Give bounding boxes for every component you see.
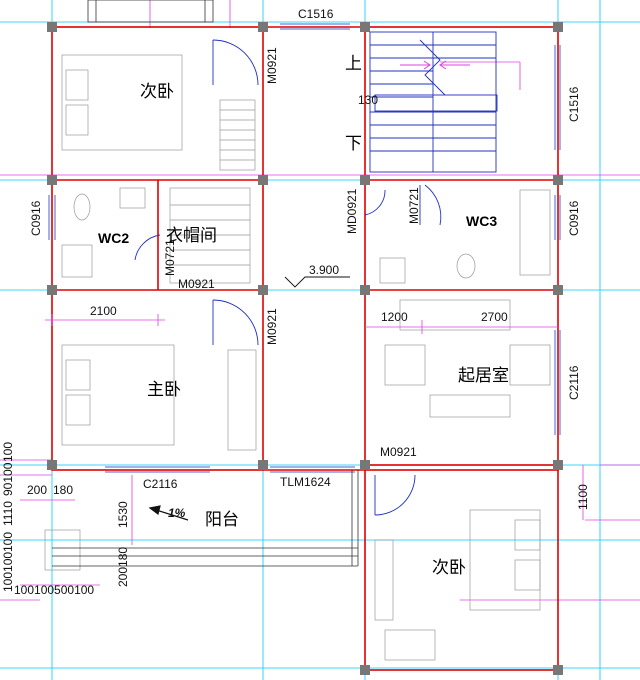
room-label-closet: 衣帽间 (166, 226, 217, 246)
dimension-1100: 1100 (576, 484, 590, 510)
door-code-closet-bottom: M0921 (178, 277, 215, 291)
stair-tread-dim: 130 (358, 93, 379, 107)
room-label-bedroom: 次卧 (140, 82, 174, 102)
slope-arrow (148, 505, 189, 521)
dimension-left-stack-3: 100 (1, 531, 15, 552)
dimension-200180: 200180 (116, 546, 130, 587)
room-label-bedroom-2: 次卧 (432, 558, 466, 578)
elevation-label: 3.900 (309, 263, 340, 277)
door-code-closet: M0721 (163, 239, 177, 276)
stair-down-label: 下 (345, 134, 362, 154)
balcony-rail (52, 470, 359, 567)
stair-up-label: 上 (345, 54, 362, 74)
elevation-marker (284, 276, 350, 288)
door-code-bottom: M0921 (380, 445, 417, 459)
stair-arrows (400, 60, 470, 70)
dimension-1530: 1530 (116, 501, 130, 528)
room-label-master-bedroom: 主卧 (147, 380, 181, 400)
windows (48, 23, 561, 473)
magenta-lines (0, 0, 640, 601)
dimension-bottom-run: 100100500100 (14, 583, 95, 597)
room-label-living-room: 起居室 (458, 366, 509, 386)
dimension-left-stack-2: 1110 (1, 501, 15, 526)
dimension-1200: 1200 (381, 310, 408, 324)
slope-label: 1% (168, 506, 186, 520)
window-code-left-wc: C0916 (29, 200, 43, 236)
window-code-top: C1516 (298, 7, 334, 21)
window-code-master: C2116 (143, 477, 178, 491)
room-label-wc3: WC3 (466, 213, 498, 229)
walls (51, 26, 559, 671)
furniture (44, 54, 551, 661)
door-code-mid: M0921 (265, 308, 279, 345)
dimension-left-stack-4: 100100 (1, 551, 15, 592)
dimension-2100: 2100 (90, 304, 117, 318)
window-code-right: C1516 (567, 86, 581, 122)
dimension-2700: 2700 (481, 310, 508, 324)
window-code-right-wc: C0916 (567, 200, 581, 236)
room-label-wc2: WC2 (98, 230, 130, 246)
dimension-left-stack-1: 90100 (1, 462, 15, 496)
dimension-200: 200 (27, 483, 48, 497)
door-code-md: MD0921 (345, 188, 359, 234)
dimension-lines (20, 314, 584, 586)
door-code-balcony: TLM1624 (280, 475, 331, 489)
door-code-top: M0921 (265, 47, 279, 84)
room-label-balcony: 阳台 (205, 510, 239, 530)
dimension-180: 180 (53, 483, 74, 497)
window-code-living: C2116 (567, 365, 581, 400)
top-balcony (87, 0, 214, 23)
stairs-drawing (369, 31, 498, 173)
columns (47, 22, 563, 675)
dimension-left-stack-top: 100 (1, 441, 15, 462)
doors (134, 39, 442, 516)
door-code-wc3: M0721 (407, 187, 421, 224)
